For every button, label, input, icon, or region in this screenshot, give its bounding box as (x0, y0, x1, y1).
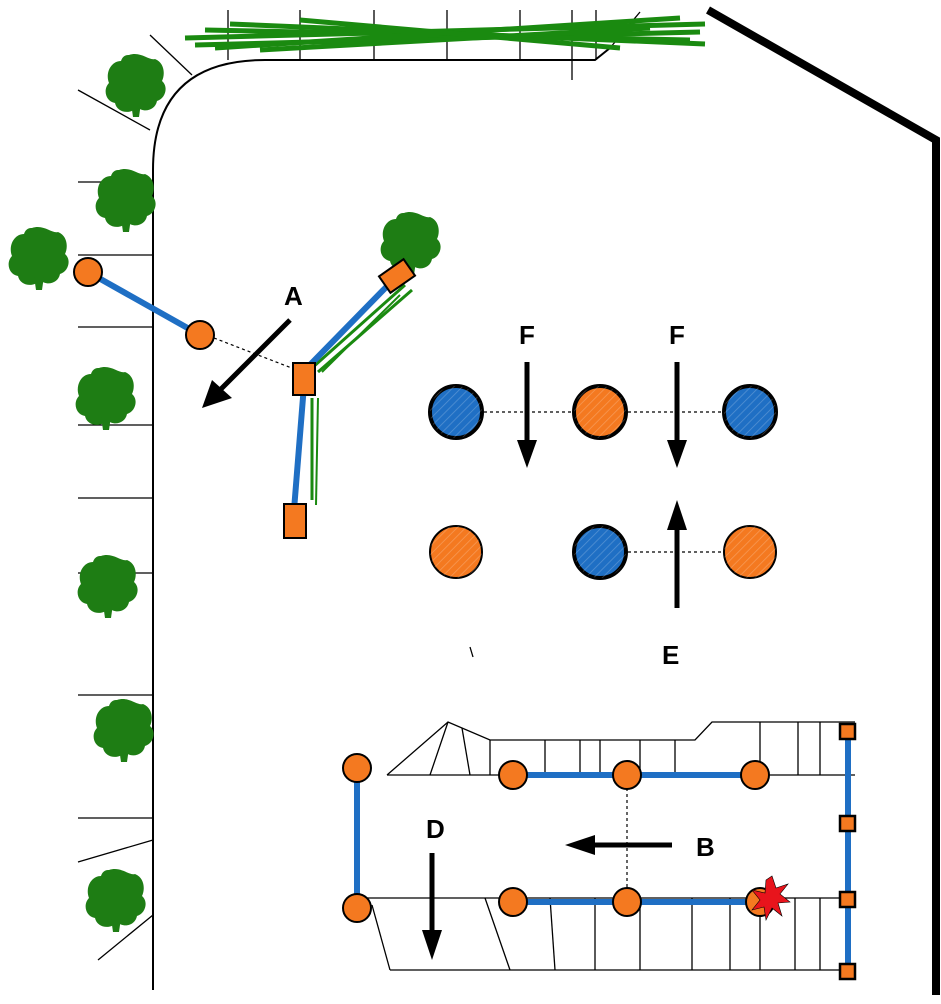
tree-icon (380, 212, 441, 275)
stray-mark (469, 646, 474, 658)
arrow-icon (517, 362, 537, 468)
arrow-icon (202, 318, 292, 408)
dashed-link (213, 337, 303, 373)
post-marker (342, 753, 372, 783)
post-marker (498, 887, 528, 917)
label-a: A (284, 281, 303, 311)
square-post (838, 890, 857, 909)
post-marker (498, 760, 528, 790)
tree-icon (95, 169, 156, 232)
upper-left-cable (85, 269, 203, 338)
square-post (838, 814, 857, 833)
label-f-left: F (519, 320, 535, 350)
post-marker (185, 320, 215, 350)
label-d: D (426, 814, 445, 844)
boundary-wall (706, 6, 940, 995)
arrow-icon (667, 362, 687, 468)
post-marker (740, 760, 770, 790)
tree-icon (85, 869, 146, 932)
hedge-icon (310, 283, 413, 506)
post-marker (73, 257, 103, 287)
bollard-bottom (283, 503, 307, 539)
square-post (838, 962, 857, 981)
arrow-icon (565, 835, 672, 855)
post-marker (612, 760, 642, 790)
cable-to-top-right (302, 272, 401, 373)
collision-star-icon (751, 875, 791, 921)
label-f-right: F (669, 320, 685, 350)
arrow-icon (667, 500, 687, 608)
bollard-top (377, 257, 417, 295)
hedge-icon (184, 15, 706, 53)
tree-icon (105, 54, 166, 117)
label-e: E (662, 640, 679, 670)
tree-icon (77, 555, 138, 618)
label-b: B (696, 832, 715, 862)
bollard-center (292, 362, 316, 396)
tree-icon (8, 227, 69, 290)
tree-icon (93, 699, 154, 762)
tree-icon (75, 367, 136, 430)
post-marker (612, 887, 642, 917)
arrow-icon (422, 853, 442, 960)
post-marker (342, 893, 372, 923)
square-post (838, 722, 857, 741)
curb-line (152, 47, 611, 990)
cable-to-bottom (291, 382, 307, 513)
